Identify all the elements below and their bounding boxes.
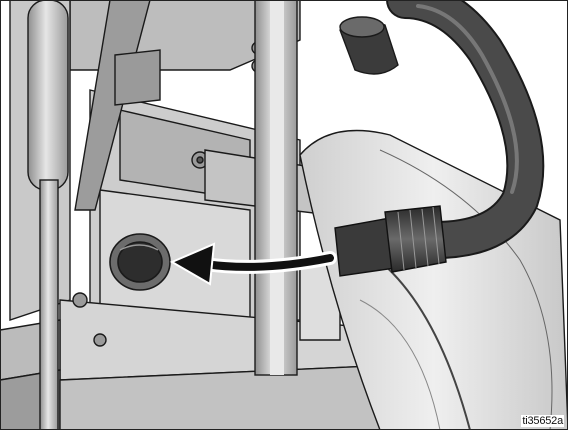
inlet-port bbox=[109, 233, 171, 291]
direction-arrow bbox=[169, 242, 337, 286]
upper-cap bbox=[114, 16, 399, 106]
figure-id-label: ti35652a bbox=[521, 415, 564, 427]
hose bbox=[386, 0, 545, 259]
hose-coupling bbox=[334, 205, 447, 277]
